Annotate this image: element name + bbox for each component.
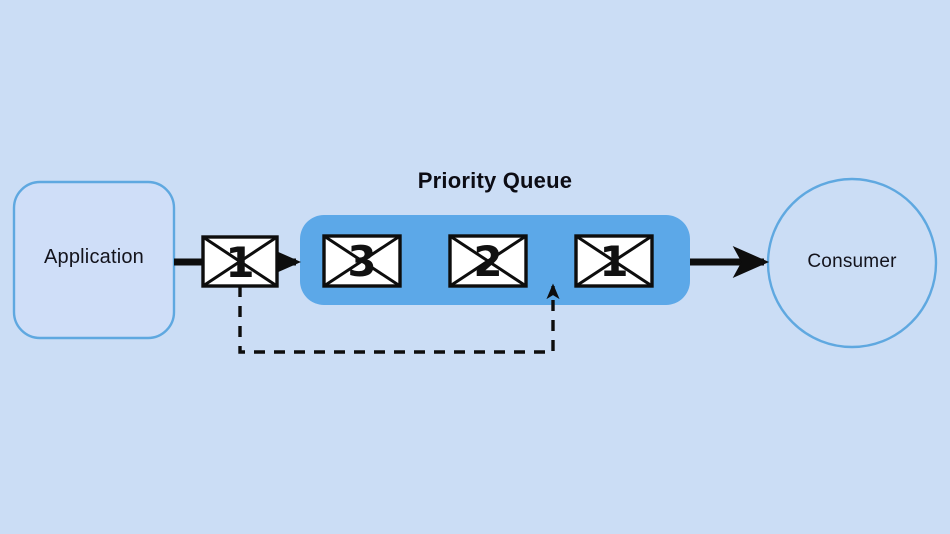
requeue-feedback-arrow — [238, 283, 560, 354]
envelope-label-priority-1: 1 — [599, 237, 629, 286]
envelope-icon-priority-3[interactable] — [322, 234, 402, 288]
envelope-label-priority-3: 3 — [347, 237, 377, 286]
envelope-label-priority-2: 2 — [473, 237, 503, 286]
envelope-label-in-flight: 1 — [225, 238, 255, 287]
application-node-label: Application — [43, 246, 145, 268]
envelope-icon-in-flight[interactable] — [201, 235, 279, 288]
consumer-node-label: Consumer — [807, 251, 897, 272]
envelope-icon-priority-1[interactable] — [574, 234, 654, 288]
envelope-icon-priority-2[interactable] — [448, 234, 528, 288]
priority-queue-title: Priority Queue — [417, 168, 573, 193]
